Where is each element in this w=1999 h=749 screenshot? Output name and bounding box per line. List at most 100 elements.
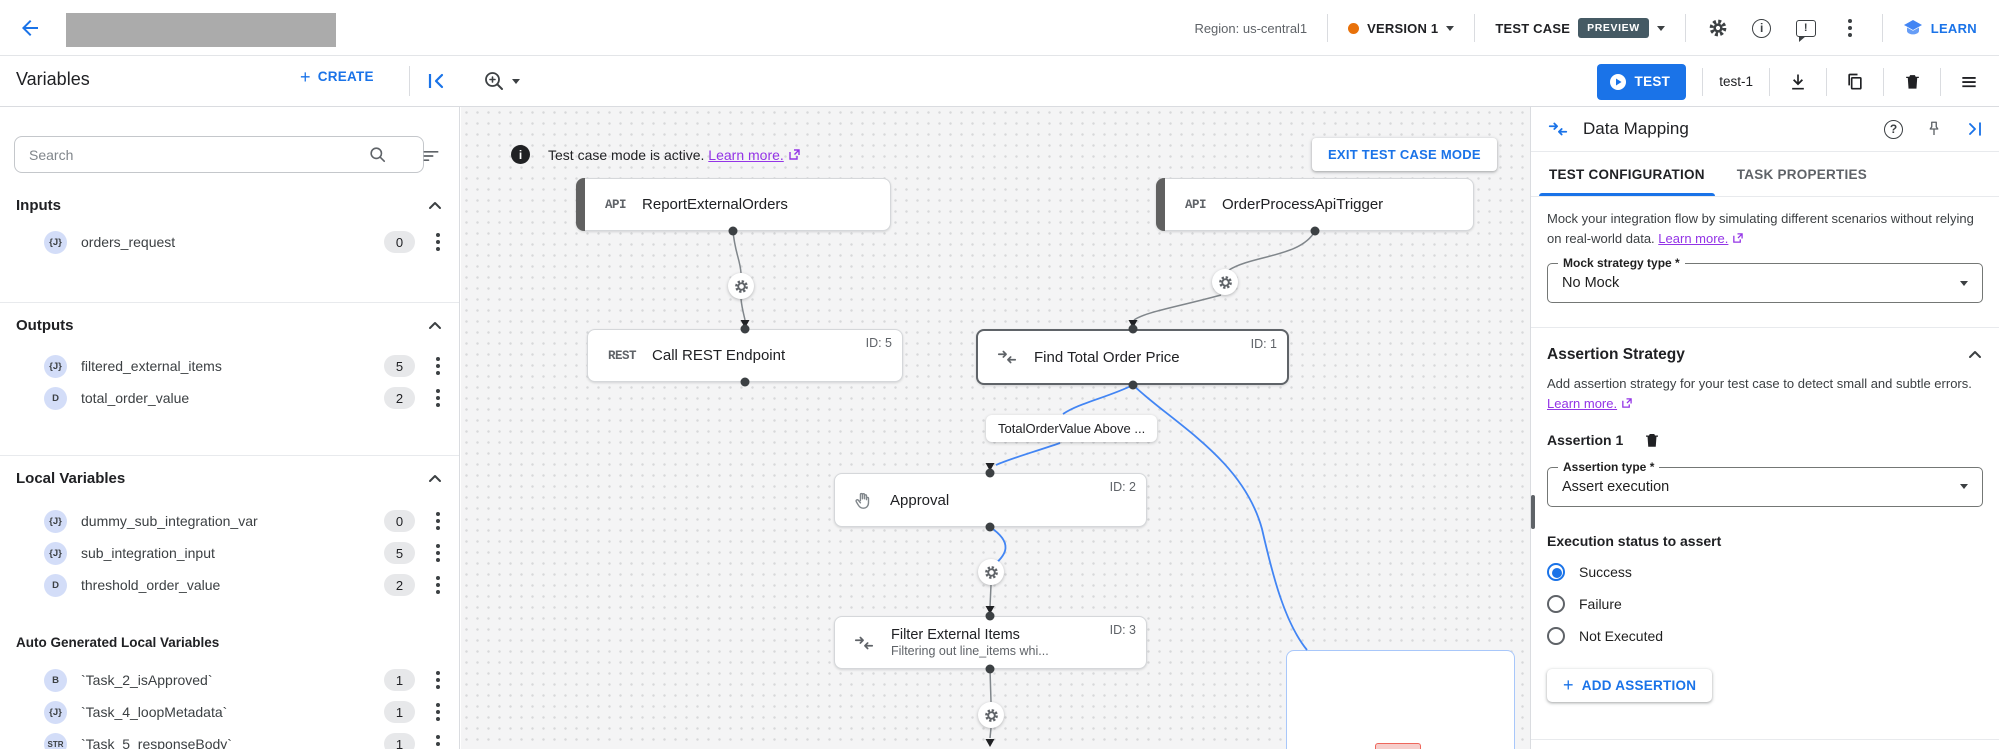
api-trigger-icon: API [1185, 197, 1207, 212]
assertion-type-select[interactable]: Assertion type * Assert execution [1547, 459, 1983, 507]
chevron-up-icon[interactable] [427, 318, 443, 334]
node-id-label: ID: 3 [1109, 623, 1136, 637]
edge-settings-gear-icon[interactable] [978, 559, 1004, 585]
chevron-up-icon[interactable] [427, 471, 443, 487]
chevron-down-icon [1656, 25, 1665, 31]
settings-gear-icon[interactable] [1706, 16, 1730, 40]
delete-assertion-icon[interactable] [1643, 431, 1661, 449]
node-report-external-orders[interactable]: API ReportExternalOrders [576, 178, 891, 231]
chevron-up-icon[interactable] [1967, 347, 1983, 363]
more-vert-icon[interactable] [429, 542, 447, 564]
execution-status-label: Execution status to assert [1547, 532, 1722, 549]
api-trigger-icon: API [605, 197, 627, 212]
section-header-local-variables: Local Variables [16, 470, 443, 487]
feedback-icon[interactable]: ! [1794, 16, 1818, 42]
header-actions: Region: us-central1 VERSION 1 TEST CASE … [1194, 0, 1977, 56]
delete-icon[interactable] [1900, 70, 1924, 94]
section-title: Inputs [16, 197, 61, 214]
help-icon[interactable]: ? [1884, 119, 1903, 139]
edge-settings-gear-icon[interactable] [978, 702, 1004, 728]
variable-row[interactable]: {J} orders_request 0 [0, 226, 459, 258]
sort-icon[interactable] [421, 146, 441, 166]
variable-row[interactable]: {J} sub_integration_input 5 [0, 537, 459, 569]
edge-settings-gear-icon[interactable] [728, 273, 754, 299]
more-vert-icon[interactable] [429, 231, 447, 253]
chevron-down-icon [1960, 280, 1968, 286]
variable-row[interactable]: {J} `Task_4_loopMetadata` 1 [0, 696, 459, 728]
variable-row[interactable]: B `Task_2_isApproved` 1 [0, 664, 459, 696]
version-selector[interactable]: VERSION 1 [1348, 21, 1455, 36]
node-filter-external-items[interactable]: Filter External Items Filtering out line… [834, 616, 1147, 669]
edge-settings-gear-icon[interactable] [1212, 269, 1238, 295]
radio-option-not-executed[interactable]: Not Executed [1547, 626, 1983, 645]
back-arrow-icon[interactable] [18, 16, 42, 40]
pin-icon[interactable] [1925, 120, 1943, 138]
learn-label: LEARN [1930, 20, 1977, 36]
section-header-auto-generated: Auto Generated Local Variables [16, 635, 443, 650]
trigger-accent-bar [1156, 178, 1165, 231]
test-case-selector[interactable]: TEST CASE PREVIEW [1495, 18, 1665, 38]
info-icon[interactable]: i [1750, 16, 1774, 40]
scrollbar-thumb[interactable] [1531, 495, 1535, 529]
node-order-process-api-trigger[interactable]: API OrderProcessApiTrigger [1156, 178, 1474, 231]
download-icon[interactable] [1786, 70, 1810, 94]
more-vert-icon[interactable] [429, 669, 447, 691]
section-title: Local Variables [16, 470, 126, 487]
more-vert-icon[interactable] [429, 701, 447, 723]
create-variable-button[interactable]: + CREATE [300, 68, 374, 86]
more-vert-icon[interactable] [429, 574, 447, 596]
panel-body: Mock your integration flow by simulating… [1531, 197, 1999, 702]
copy-icon[interactable] [1843, 70, 1867, 94]
collapse-panel-icon[interactable] [424, 69, 448, 93]
learn-button[interactable]: LEARN [1903, 18, 1977, 38]
node-title: Approval [890, 491, 950, 509]
learn-icon [1903, 20, 1922, 35]
tab-test-configuration[interactable]: TEST CONFIGURATION [1533, 152, 1721, 196]
preview-badge: PREVIEW [1578, 18, 1649, 38]
variable-row[interactable]: D threshold_order_value 2 [0, 569, 459, 601]
node-call-rest-endpoint[interactable]: REST Call REST Endpoint ID: 5 [587, 329, 903, 382]
add-assertion-button[interactable]: + ADD ASSERTION [1547, 668, 1713, 702]
search-input[interactable] [14, 136, 424, 173]
assertion-strategy-title: Assertion Strategy [1547, 346, 1685, 364]
divider [1531, 327, 1999, 329]
banner-learn-more-link[interactable]: Learn more. [708, 147, 784, 163]
json-type-icon: {J} [44, 700, 67, 724]
divider [0, 455, 459, 456]
flow-canvas[interactable]: i Test case mode is active. Learn more. … [461, 107, 1530, 749]
node-placeholder-box[interactable] [1286, 650, 1515, 749]
radio-label: Success [1579, 563, 1632, 580]
radio-option-failure[interactable]: Failure [1547, 594, 1983, 613]
collapse-panel-right-icon[interactable] [1965, 119, 1985, 139]
variable-row[interactable]: {J} filtered_external_items 5 [0, 350, 459, 382]
test-button[interactable]: TEST [1596, 63, 1687, 100]
radio-option-success[interactable]: Success [1547, 562, 1983, 581]
edge-condition-label[interactable]: TotalOrderValue Above ... [986, 415, 1158, 442]
divider [409, 66, 410, 96]
tab-task-properties[interactable]: TASK PROPERTIES [1736, 166, 1868, 182]
radio-button[interactable] [1547, 562, 1565, 581]
mock-learn-more-link[interactable]: Learn more. [1658, 231, 1729, 247]
more-vert-icon[interactable] [429, 387, 447, 409]
node-approval[interactable]: Approval ID: 2 [834, 473, 1147, 527]
exit-test-case-mode-button[interactable]: EXIT TEST CASE MODE [1312, 138, 1497, 171]
radio-button[interactable] [1547, 626, 1565, 645]
more-vert-icon[interactable] [429, 355, 447, 377]
usage-count-badge: 0 [384, 231, 415, 253]
mock-strategy-select[interactable]: Mock strategy type * No Mock [1547, 256, 1983, 304]
radio-button[interactable] [1547, 594, 1565, 613]
variable-row[interactable]: D total_order_value 2 [0, 382, 459, 414]
more-vert-icon[interactable] [1838, 16, 1862, 40]
toolbar-right-actions: TEST test-1 [1596, 56, 1981, 107]
external-link-icon [1733, 233, 1743, 243]
assertion-learn-more-link[interactable]: Learn more. [1547, 396, 1618, 412]
variable-row[interactable]: STR `Task_5_responseBody` 1 [0, 728, 459, 749]
log-list-icon[interactable] [1957, 70, 1981, 94]
canvas-zoom-control[interactable] [482, 69, 520, 93]
node-find-total-order-price[interactable]: Find Total Order Price ID: 1 [976, 329, 1289, 385]
variable-row[interactable]: {J} dummy_sub_integration_var 0 [0, 505, 459, 537]
chevron-up-icon[interactable] [427, 198, 443, 214]
more-vert-icon[interactable] [429, 510, 447, 532]
more-vert-icon[interactable] [429, 733, 447, 749]
